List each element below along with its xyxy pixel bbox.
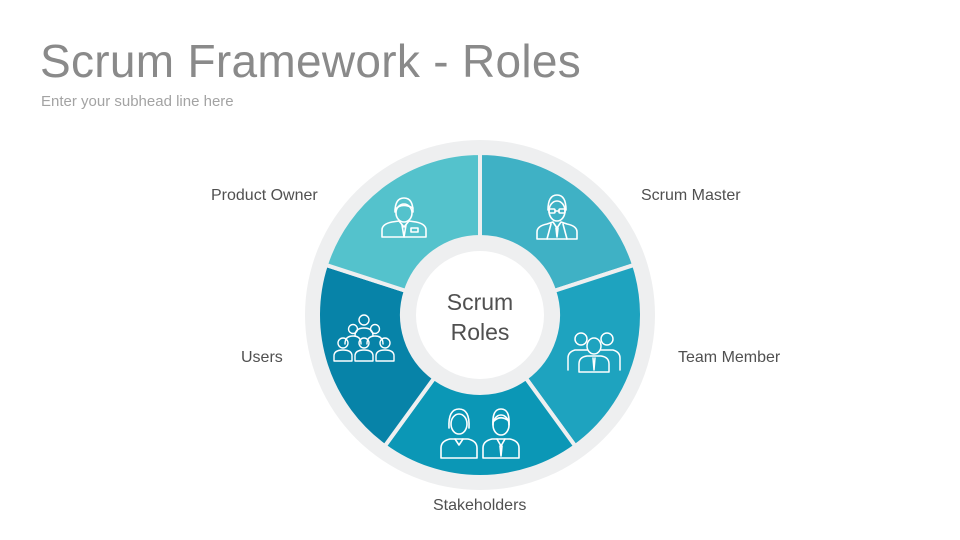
slide-title: Scrum Framework - Roles [40, 35, 582, 87]
role-label-users: Users [241, 349, 283, 366]
team-member-icon [567, 332, 621, 373]
scrum-master-icon [536, 194, 578, 240]
role-label-stakeholders: Stakeholders [433, 497, 527, 514]
center-label-line1: Scrum [447, 289, 513, 315]
users-icon [333, 314, 395, 362]
center-label-line2: Roles [451, 319, 510, 345]
center-circle [416, 251, 544, 379]
role-label-scrum-master: Scrum Master [641, 187, 741, 204]
slide-subtitle: Enter your subhead line here [41, 93, 234, 110]
stakeholders-icon [440, 408, 520, 459]
role-label-team-member: Team Member [678, 349, 781, 366]
role-label-product-owner: Product Owner [211, 187, 318, 204]
product-owner-icon [381, 197, 427, 238]
